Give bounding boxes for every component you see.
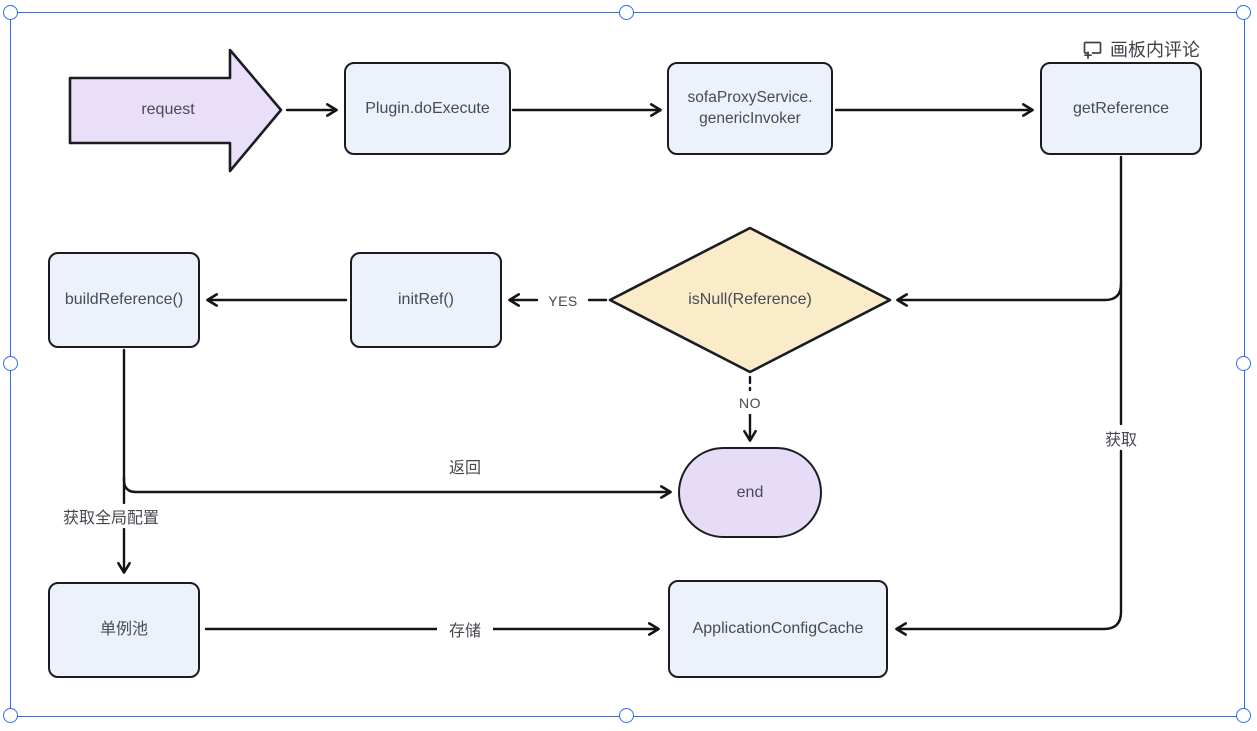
connector-getreference-diamond[interactable] bbox=[896, 282, 1123, 307]
node-getreference-label: getReference bbox=[1072, 99, 1170, 117]
node-plugin-doexecute[interactable]: Plugin.doExecute bbox=[344, 62, 511, 155]
edge-label-fetch-global-config: 获取全局配置 bbox=[55, 504, 167, 528]
isnull-diamond-shape[interactable] bbox=[608, 226, 892, 374]
node-end[interactable]: end bbox=[678, 447, 822, 538]
resize-handle-bottom-middle[interactable] bbox=[619, 707, 634, 723]
board-comment-button[interactable]: 画板内评论 bbox=[1082, 36, 1200, 62]
node-applicationconfigcache-label: ApplicationConfigCache bbox=[692, 620, 864, 638]
selection-frame[interactable] bbox=[10, 12, 1245, 717]
node-buildreference-label: buildReference() bbox=[64, 291, 184, 309]
resize-handle-middle-right[interactable] bbox=[1235, 356, 1251, 371]
edge-label-fetch: 获取 bbox=[1097, 426, 1145, 449]
node-sofaproxyservice-label: sofaProxyService. genericInvoker bbox=[687, 88, 813, 127]
resize-handle-middle-left[interactable] bbox=[2, 356, 18, 371]
resize-handle-top-left[interactable] bbox=[2, 4, 18, 20]
connector-getreference-appcache[interactable] bbox=[895, 449, 1123, 636]
edge-label-store: 存储 bbox=[437, 617, 493, 641]
node-end-label: end bbox=[736, 483, 764, 501]
node-plugin-doexecute-label: Plugin.doExecute bbox=[365, 99, 490, 117]
board-comment-label: 画板内评论 bbox=[1110, 40, 1200, 60]
node-singleton-pool[interactable]: 单例池 bbox=[48, 582, 200, 678]
node-buildreference[interactable]: buildReference() bbox=[48, 252, 200, 348]
node-applicationconfigcache[interactable]: ApplicationConfigCache bbox=[668, 580, 888, 678]
node-initref-label: initRef() bbox=[397, 291, 454, 309]
edge-label-yes: YES bbox=[541, 289, 585, 312]
edge-label-no: NO bbox=[728, 392, 772, 414]
request-arrow-shape[interactable] bbox=[68, 48, 283, 173]
resize-handle-bottom-left[interactable] bbox=[2, 707, 18, 723]
edge-label-return: 返回 bbox=[448, 460, 481, 477]
node-sofaproxyservice-genericinvoker[interactable]: sofaProxyService. genericInvoker bbox=[667, 62, 833, 155]
node-singleton-pool-label: 单例池 bbox=[99, 621, 148, 639]
resize-handle-top-right[interactable] bbox=[1235, 4, 1251, 20]
node-getreference[interactable]: getReference bbox=[1040, 62, 1202, 155]
comment-add-icon bbox=[1083, 41, 1102, 59]
resize-handle-bottom-right[interactable] bbox=[1235, 707, 1251, 723]
resize-handle-top-middle[interactable] bbox=[619, 4, 634, 20]
node-initref[interactable]: initRef() bbox=[350, 252, 502, 348]
